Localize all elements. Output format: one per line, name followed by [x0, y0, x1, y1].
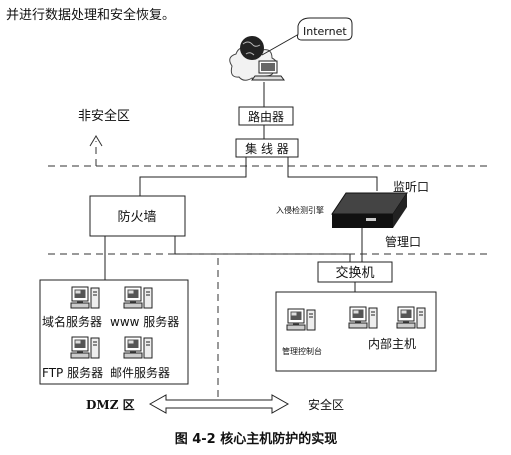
internal-host-icon: [348, 306, 378, 329]
unsafe-zone-label: 非安全区: [78, 108, 130, 124]
mail-server-label: 邮件服务器: [110, 365, 170, 380]
hub-label: 集 线 器: [245, 141, 289, 156]
firewall-box: [89, 195, 186, 237]
switch-label: 交换机: [335, 265, 374, 281]
listen-port-label: 监听口: [393, 180, 429, 194]
ids-device-icon: [331, 192, 408, 228]
manage-port-label: 管理口: [385, 234, 421, 249]
firewall-label: 防火墙: [117, 209, 156, 225]
www-server-icon: [123, 286, 153, 309]
ftp-server-label: FTP 服务器: [42, 365, 103, 380]
console-icon: [286, 308, 316, 331]
internal-hosts-label: 内部主机: [368, 336, 416, 351]
ftp-server-icon: [70, 336, 100, 359]
internal-host-icon: [396, 306, 426, 329]
internet-label: Internet: [303, 25, 347, 38]
console-label: 管理控制台: [282, 346, 322, 356]
safe-zone-label: 安全区: [308, 397, 344, 412]
mail-server-icon: [123, 336, 153, 359]
internet-cloud-icon: [229, 36, 285, 81]
zone-double-arrow: [148, 394, 290, 414]
www-server-label: www 服务器: [110, 314, 179, 329]
internal-host-group: [275, 291, 437, 372]
router-label: 路由器: [248, 109, 284, 124]
dmz-server-group: [39, 279, 189, 385]
dns-server-label: 域名服务器: [42, 314, 102, 329]
dns-server-icon: [70, 286, 100, 309]
router-box: [238, 106, 294, 126]
dmz-zone-label: DMZ 区: [86, 398, 135, 412]
intro-text: 并进行数据处理和安全恢复。: [6, 7, 175, 23]
internet-label-balloon: [297, 17, 353, 41]
ids-label: 入侵检测引擎: [276, 205, 324, 215]
hub-box: [235, 138, 299, 158]
figure-caption: 图 4-2 核心主机防护的实现: [175, 431, 338, 447]
